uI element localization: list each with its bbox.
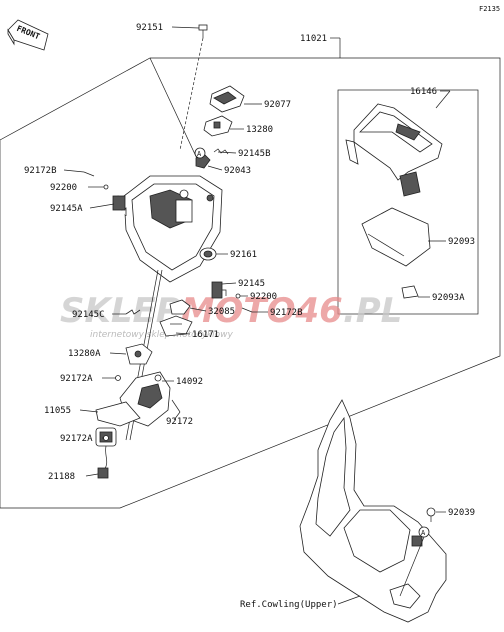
washer-92200-mid: [235, 293, 241, 299]
callout-92145B: 92145B: [238, 149, 271, 159]
spring-92145B: [213, 148, 229, 155]
callout-92151: 92151: [136, 23, 163, 33]
screw-92172A-top: [115, 375, 121, 381]
screw-92172: [171, 399, 181, 413]
callout-92172B-top: 92172B: [24, 166, 57, 176]
callout-11055: 11055: [44, 406, 71, 416]
callout-92145C: 92145C: [72, 310, 105, 320]
assembly-outline: [0, 57, 501, 509]
front-arrow-icon: FRONT: [7, 19, 49, 51]
reference-marker-a-upper: A: [194, 147, 206, 159]
inset-box: [337, 89, 479, 315]
callout-13280: 13280: [246, 125, 273, 135]
latch-32085: [169, 299, 191, 315]
bracket-housing: [123, 175, 223, 283]
callout-16146: 16146: [410, 87, 437, 97]
callout-92039: 92039: [448, 508, 475, 518]
lid-16146: [345, 103, 443, 197]
screw-92172A-bot: [103, 435, 109, 441]
callout-32085: 32085: [208, 307, 235, 317]
screw-92172B-top: [83, 171, 95, 177]
callout-16171: 16171: [192, 330, 219, 340]
pad-92093: [361, 207, 431, 267]
screw-92172B-mid: [241, 307, 253, 313]
leader-lines: [63, 26, 451, 605]
svg-text:internetowy sklep motocyklowy: internetowy sklep motocyklowy: [90, 330, 233, 340]
callout-92200-mid: 92200: [250, 292, 277, 302]
plate-13280: [203, 115, 233, 137]
pad-92093A: [401, 285, 419, 299]
bracket-11055: [95, 401, 141, 427]
watermark: SKLEPMOTO46.PL internetowy sklep motocyk…: [60, 291, 402, 340]
callout-ref-cowling: Ref.Cowling(Upper): [240, 600, 338, 610]
screw-92039: [426, 507, 436, 522]
callout-92172A-bot: 92172A: [60, 434, 93, 444]
spring-92145A: [112, 195, 127, 216]
svg-text:A: A: [421, 529, 426, 537]
callout-92043: 92043: [224, 166, 251, 176]
plate-13280A: [125, 343, 153, 365]
damper-92161: [199, 247, 217, 261]
spring-92145: [211, 281, 227, 299]
callout-92172B-mid: 92172B: [270, 308, 303, 318]
callout-92172: 92172: [166, 417, 193, 427]
svg-text:SKLEPMOTO46.PL: SKLEPMOTO46.PL: [60, 291, 402, 331]
callout-13280A: 13280A: [68, 349, 101, 359]
lever-16171: [159, 315, 193, 337]
callout-92077: 92077: [264, 100, 291, 110]
cap-92077: [209, 85, 245, 113]
callout-92093A: 92093A: [432, 293, 465, 303]
cowling-upper: [299, 399, 447, 623]
callout-92161: 92161: [230, 250, 257, 260]
callout-11021: 11021: [300, 34, 327, 44]
callout-92093: 92093: [448, 237, 475, 247]
callout-14092: 14092: [176, 377, 203, 387]
callout-92200-top: 92200: [50, 183, 77, 193]
callout-92145A: 92145A: [50, 204, 83, 214]
reference-marker-a: A: [399, 526, 430, 597]
callout-92145: 92145: [238, 279, 265, 289]
bolt-92151: [198, 24, 208, 38]
figure-number: F2135: [479, 5, 500, 13]
svg-text:A: A: [197, 150, 202, 158]
spring-92145C: [125, 309, 141, 315]
washer-92200-top: [103, 184, 109, 190]
callout-92172A-top: 92172A: [60, 374, 93, 384]
callout-21188: 21188: [48, 472, 75, 482]
